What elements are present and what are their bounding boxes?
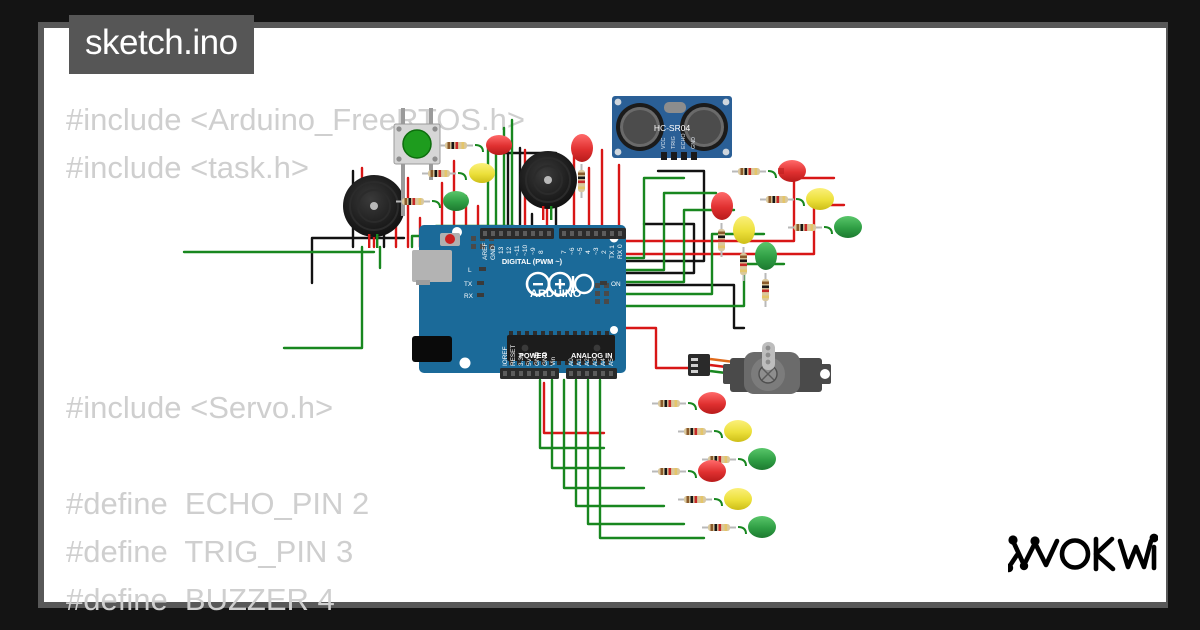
svg-text:7: 7 [561, 250, 568, 254]
ultrasonic-sensor-hc-sr04[interactable]: HC-SR04 VCC TRIG ECHO GND [612, 96, 732, 160]
board-wordmark: ARDUINO [530, 288, 582, 300]
single-red-led[interactable] [571, 134, 593, 198]
svg-text:GND: GND [534, 351, 541, 366]
led-red [711, 192, 733, 220]
arduino-logo [525, 271, 595, 297]
traffic-light-group-2[interactable] [711, 192, 777, 307]
led-red [698, 392, 726, 414]
svg-text:A2: A2 [584, 358, 591, 366]
led-green [834, 216, 862, 238]
svg-text:ON: ON [611, 281, 621, 288]
svg-text:ECHO: ECHO [681, 133, 687, 149]
svg-text:TX 1: TX 1 [609, 245, 616, 259]
led-red [486, 135, 512, 155]
svg-text:TRIG: TRIG [671, 136, 677, 149]
code-background-text: #include <Arduino_FreeRTOS.h> #include <… [66, 102, 525, 617]
svg-text:2: 2 [601, 250, 608, 254]
led-yellow [806, 188, 834, 210]
svg-text:8: 8 [538, 250, 545, 254]
arduino-uno-board[interactable]: AREF GND 13 12 ~11 ~10 ~9 8 7 ~6 ~5 4 ~3… [412, 225, 626, 379]
analog-header-label: ANALOG IN [571, 351, 612, 360]
led-green [443, 191, 469, 211]
digital-pin-labels: AREF GND 13 12 ~11 ~10 ~9 8 7 ~6 ~5 4 ~3… [482, 242, 624, 260]
led-yellow [733, 216, 755, 244]
led-red [778, 160, 806, 182]
wokwi-circuit-diagram: HC-SR04 VCC TRIG ECHO GND [182, 96, 862, 540]
svg-text:L: L [468, 267, 472, 274]
svg-text:RESET: RESET [510, 345, 517, 366]
servo-motor[interactable] [688, 342, 831, 394]
svg-text:~5: ~5 [577, 247, 584, 255]
led-yellow [724, 488, 752, 510]
digital-header-label: DIGITAL (PWM ~) [502, 257, 563, 266]
led-red [698, 460, 726, 482]
pushbutton[interactable] [393, 108, 441, 216]
svg-text:~9: ~9 [530, 247, 537, 255]
svg-text:~3: ~3 [593, 247, 600, 255]
svg-text:Vin: Vin [550, 356, 557, 366]
buzzer-2[interactable] [519, 151, 577, 220]
svg-text:GND: GND [490, 245, 497, 260]
svg-text:A4: A4 [600, 358, 607, 366]
svg-text:RX: RX [464, 293, 474, 300]
svg-text:GND: GND [691, 137, 697, 149]
svg-text:RX 0: RX 0 [617, 244, 624, 259]
power-header-label: POWER [519, 351, 548, 360]
svg-text:GND: GND [542, 351, 549, 366]
led-yellow [724, 420, 752, 442]
svg-text:~6: ~6 [569, 247, 576, 255]
svg-text:VCC: VCC [661, 138, 667, 149]
svg-text:A1: A1 [576, 358, 583, 366]
svg-text:4: 4 [585, 250, 592, 254]
svg-text:AREF: AREF [482, 242, 489, 260]
svg-text:5V: 5V [526, 357, 533, 366]
power-pin-labels: IOREF RESET 3.3V 5V GND GND Vin [502, 345, 557, 366]
svg-text:~11: ~11 [514, 245, 521, 256]
svg-text:~10: ~10 [522, 244, 529, 256]
sensor-label: HC-SR04 [654, 123, 691, 133]
led-green [755, 242, 777, 270]
svg-text:A5: A5 [608, 358, 615, 366]
led-green [748, 448, 776, 470]
svg-text:A0: A0 [568, 358, 575, 366]
traffic-light-group-1[interactable] [732, 160, 862, 238]
traffic-light-group-4[interactable] [652, 392, 776, 470]
svg-text:TX: TX [464, 281, 473, 288]
led-green [748, 516, 776, 538]
svg-text:3.3V: 3.3V [518, 352, 525, 366]
traffic-light-group-5[interactable] [652, 460, 776, 538]
svg-text:A3: A3 [592, 358, 599, 366]
file-tab-sketch-ino[interactable]: sketch.ino [69, 15, 254, 74]
wokwi-logo [1008, 533, 1158, 573]
traffic-light-group-3[interactable] [396, 135, 512, 211]
analog-pin-labels: A0 A1 A2 A3 A4 A5 [568, 358, 615, 366]
svg-text:IOREF: IOREF [502, 346, 509, 366]
led-yellow [469, 163, 495, 183]
buzzer-1[interactable] [343, 175, 405, 248]
svg-text:12: 12 [506, 246, 513, 254]
svg-text:13: 13 [498, 246, 505, 254]
